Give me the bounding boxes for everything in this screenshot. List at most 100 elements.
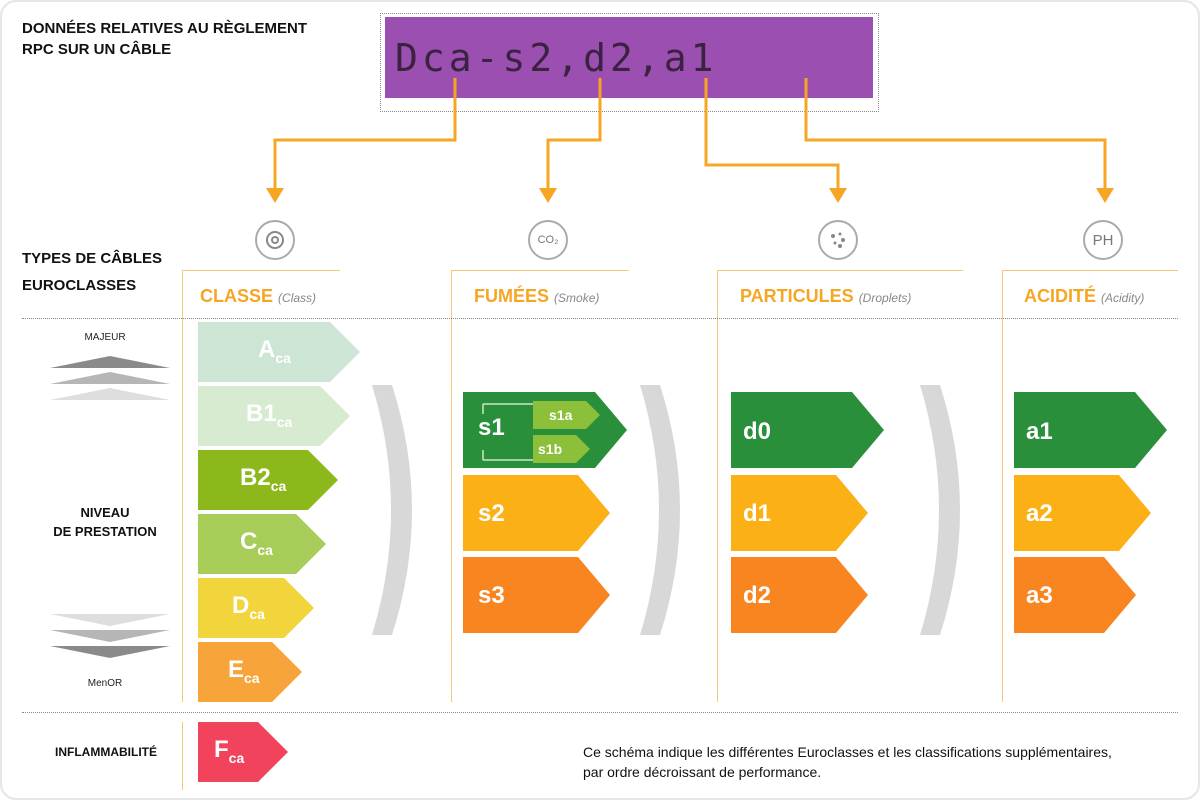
class-label-e-sub: ca (244, 670, 260, 686)
scale-label-niveau: NIVEAU DE PRESTATION (45, 503, 165, 541)
footer-note-line1: Ce schéma indique les différentes Eurocl… (583, 744, 1112, 760)
smoke-sub-arrow-s1b (533, 435, 590, 463)
class-label-b2-sub: ca (270, 478, 287, 494)
acidity-label-a1: a1 (1026, 418, 1053, 445)
scale-label-menor: MenOR (87, 678, 123, 689)
droplet-arrow-d1 (731, 475, 868, 551)
header-title-line2: RPC SUR UN CÂBLE (22, 41, 172, 58)
row-label-types-line2: EUROCLASSES (22, 277, 137, 294)
column-top-classe (182, 270, 340, 271)
droplets-icon (818, 220, 858, 260)
acidity-arrow-a3 (1014, 557, 1136, 633)
droplet-label-d1: d1 (743, 500, 772, 527)
class-label-a-main: A (258, 336, 276, 363)
column-top-particules (717, 270, 963, 271)
class-label-c-sub: ca (257, 542, 273, 558)
smoke-arrow-s3 (463, 557, 610, 633)
column-title-acidite: ACIDITÉ (Acidity) (1024, 286, 1144, 307)
droplet-arrow-d2 (731, 557, 868, 633)
smoke-sub-arrow-s1a (533, 401, 600, 429)
header-title: DONNÉES RELATIVES AU RÈGLEMENT RPC SUR U… (22, 18, 307, 60)
column-top-fumees (451, 270, 629, 271)
cable-sheath (385, 17, 873, 98)
acidity-arrow-a2 (1014, 475, 1151, 551)
column-title-fumees: FUMÉES (Smoke) (474, 286, 599, 307)
class-arrow-d (198, 578, 314, 638)
column-title-particules: PARTICULES (Droplets) (740, 286, 911, 307)
class-label-b2-main: B2 (240, 464, 271, 491)
class-label-d-main: D (232, 592, 250, 619)
column-title-fumees-sub: (Smoke) (554, 291, 600, 305)
co2-smoke-icon: CO₂ (528, 220, 568, 260)
footer-note: Ce schéma indique les différentes Eurocl… (583, 742, 1112, 782)
footer-note-line2: par ordre décroissant de performance. (583, 764, 822, 780)
smoke-label-s3: s3 (478, 582, 505, 609)
acidity-label-a2: a2 (1026, 500, 1053, 527)
cable-marking-text: Dca-s2,d2,a1 (395, 36, 718, 80)
class-label-f-sub: ca (228, 750, 245, 766)
class-label-f-main: F (214, 736, 229, 763)
footer-separator (22, 712, 1178, 713)
column-title-classe-main: CLASSE (200, 286, 274, 306)
cable-marking-frame (380, 13, 879, 112)
row-label-types-line1: TYPES DE CÂBLES (22, 250, 163, 267)
class-arrow-b2 (198, 450, 338, 510)
scale-label-majeur: MAJEUR (84, 332, 126, 343)
header-title-line1: DONNÉES RELATIVES AU RÈGLEMENT (22, 20, 308, 37)
acidity-arrow-a1 (1014, 392, 1167, 468)
class-label-b1-sub: ca (276, 414, 293, 430)
header-separator (22, 318, 1178, 319)
scale-label-niveau-line2: DE PRESTATION (53, 524, 157, 539)
smoke-label-s1: s1 (478, 414, 505, 441)
column-divider-particules (717, 270, 718, 702)
acidity-label-a3: a3 (1026, 582, 1053, 609)
class-label-a-sub: ca (275, 350, 291, 366)
column-title-acidite-main: ACIDITÉ (1024, 286, 1096, 306)
droplet-label-d2: d2 (743, 582, 772, 609)
column-title-classe: CLASSE (Class) (200, 286, 316, 307)
scale-label-niveau-line1: NIVEAU (80, 505, 130, 520)
row-label-types: TYPES DE CÂBLES EUROCLASSES (22, 248, 162, 296)
class-label-f: Fca (214, 736, 245, 766)
class-label-a: Aca (258, 336, 291, 366)
class-label-d-sub: ca (249, 606, 265, 622)
smoke-sub-label-s1a: s1a (549, 407, 573, 423)
fire-cable-icon (255, 220, 295, 260)
ph-icon: PH (1083, 220, 1123, 260)
class-arrow-f (198, 722, 288, 782)
column-divider-acidite (1002, 270, 1003, 702)
column-title-particules-main: PARTICULES (740, 286, 854, 306)
droplet-label-d0: d0 (743, 418, 772, 445)
class-label-e: Eca (228, 656, 260, 686)
column-title-particules-sub: (Droplets) (858, 291, 912, 305)
row-label-inflammabilite: INFLAMMABILITÉ (55, 745, 157, 759)
smoke-arrow-s2 (463, 475, 610, 551)
column-divider-classe (182, 270, 183, 702)
column-divider-inflammabilite (182, 722, 183, 790)
class-arrow-a (198, 322, 360, 382)
class-label-b1: B1ca (246, 400, 293, 430)
droplet-arrow-d0 (731, 392, 884, 468)
class-label-c-main: C (240, 528, 258, 555)
class-label-e-main: E (228, 656, 245, 683)
smoke-sub-label-s1b: s1b (538, 441, 563, 457)
column-title-fumees-main: FUMÉES (474, 286, 550, 306)
column-divider-fumees (451, 270, 452, 702)
column-title-classe-sub: (Class) (278, 291, 317, 305)
class-arrow-e (198, 642, 302, 702)
class-label-b1-main: B1 (246, 400, 277, 427)
class-arrow-b1 (198, 386, 350, 446)
column-title-acidite-sub: (Acidity) (1101, 291, 1145, 305)
class-arrow-c (198, 514, 326, 574)
smoke-label-s2: s2 (478, 500, 505, 527)
class-label-b2: B2ca (240, 464, 287, 494)
class-label-c: Cca (240, 528, 273, 558)
class-label-d: Dca (232, 592, 265, 622)
column-top-acidite (1002, 270, 1178, 271)
